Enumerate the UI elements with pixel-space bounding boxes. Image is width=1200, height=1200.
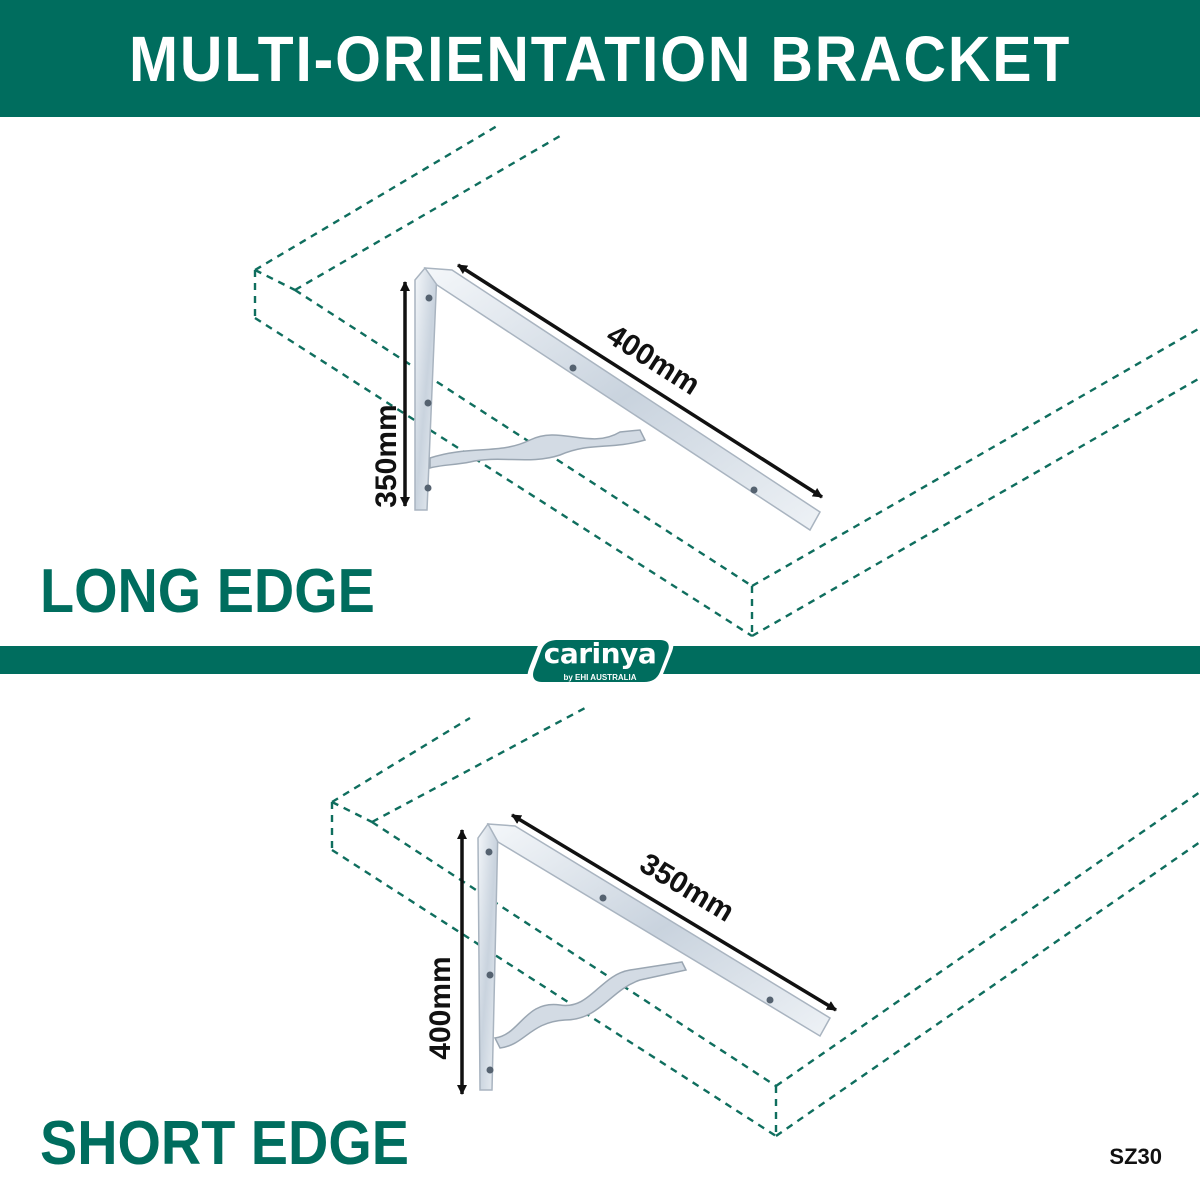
brand-logo: carinya by EHI AUSTRALIA: [525, 634, 675, 690]
long-edge-vertical-dim: 350mm: [370, 404, 403, 507]
short-edge-label: SHORT EDGE: [40, 1109, 409, 1178]
long-edge-horizontal-arrow: [457, 263, 823, 499]
short-edge-horizontal-arrow: [511, 813, 837, 1012]
long-edge-label: LONG EDGE: [40, 557, 375, 626]
long-edge-shelf-outline: [253, 124, 1200, 638]
page-title: MULTI-ORIENTATION BRACKET: [128, 22, 1072, 95]
logo-wordmark: carinya: [543, 637, 657, 670]
logo-badge-shape: [527, 636, 674, 686]
short-edge-vertical-dim: 400mm: [424, 956, 457, 1059]
product-code: SZ30: [1109, 1144, 1162, 1169]
title-banner: MULTI-ORIENTATION BRACKET: [0, 0, 1200, 117]
logo-tagline: by EHI AUSTRALIA: [563, 673, 637, 682]
long-edge-bracket: [414, 267, 821, 532]
